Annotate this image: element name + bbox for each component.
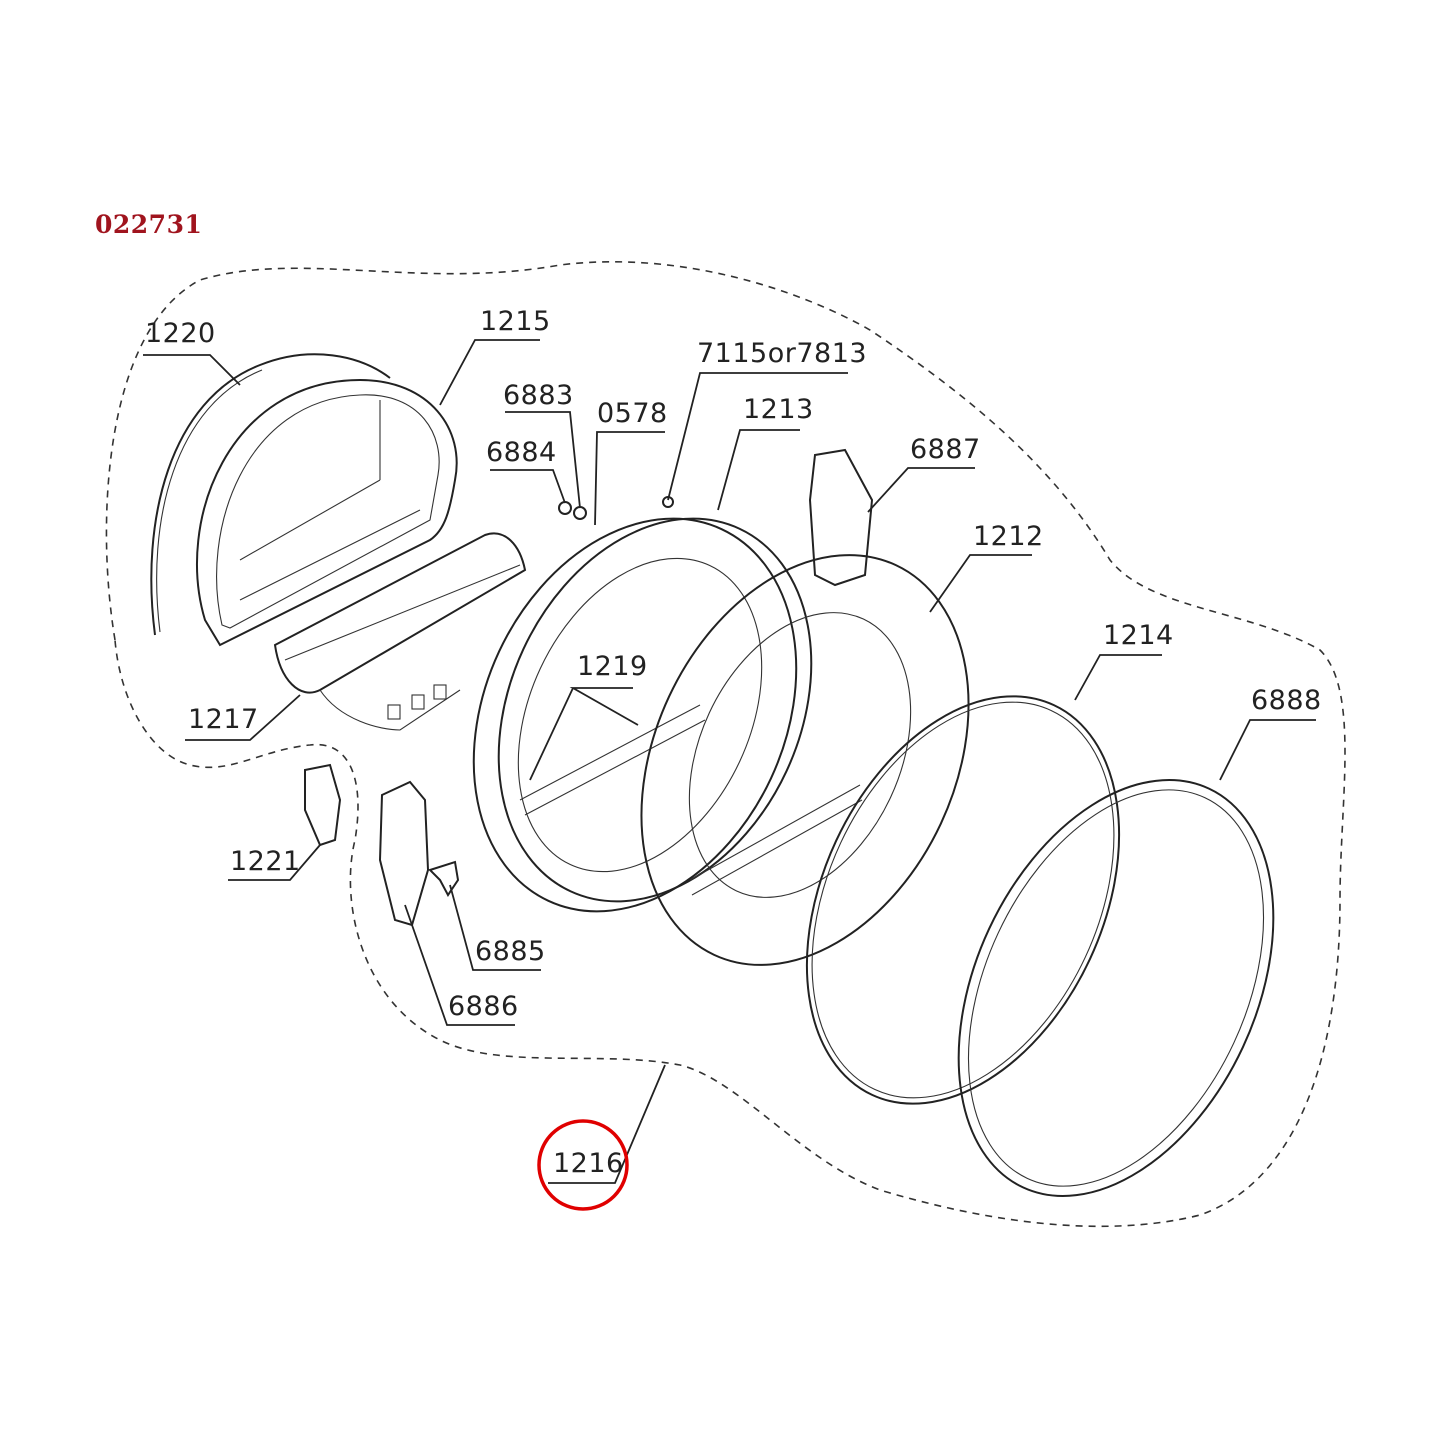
callout-label: 6884 bbox=[486, 437, 557, 468]
callout-6885[interactable]: 6885 bbox=[449, 884, 546, 971]
callout-1214[interactable]: 1214 bbox=[1074, 620, 1174, 701]
highlight-circle bbox=[537, 1119, 629, 1211]
part-1212-outer-frame bbox=[640, 554, 970, 966]
callout-label: 1216 bbox=[553, 1148, 624, 1179]
callout-1219[interactable]: 1219 bbox=[529, 651, 648, 781]
callout-label: 1219 bbox=[577, 651, 648, 682]
part-1215-filter bbox=[196, 378, 458, 647]
callout-label: 1220 bbox=[145, 318, 216, 349]
callout-label: 1221 bbox=[230, 846, 301, 877]
callout-label: 1217 bbox=[188, 704, 259, 735]
callout-1217[interactable]: 1217 bbox=[185, 694, 301, 741]
callout-label: 6883 bbox=[503, 380, 574, 411]
callout-6888[interactable]: 6888 bbox=[1219, 685, 1322, 781]
callout-label: 7115or7813 bbox=[697, 338, 867, 369]
callout-label: 6887 bbox=[910, 434, 981, 465]
callout-0578[interactable]: 0578 bbox=[594, 398, 668, 526]
callout-1212[interactable]: 1212 bbox=[929, 521, 1044, 613]
assembly-boundary bbox=[105, 260, 1346, 1228]
part-6885-hook bbox=[428, 860, 460, 897]
diagram-id: 022731 bbox=[95, 210, 203, 239]
callout-label: 1215 bbox=[480, 306, 551, 337]
callout-label: 1214 bbox=[1103, 620, 1174, 651]
part-6887-hinge bbox=[808, 448, 874, 587]
callout-label: 6888 bbox=[1251, 685, 1322, 716]
callout-7115or7813[interactable]: 7115or7813 bbox=[667, 338, 867, 501]
callout-1220[interactable]: 1220 bbox=[143, 318, 241, 386]
callout-6887[interactable]: 6887 bbox=[867, 434, 981, 513]
callout-6884[interactable]: 6884 bbox=[486, 437, 566, 504]
part-1221-latch bbox=[304, 763, 342, 847]
callout-1221[interactable]: 1221 bbox=[228, 844, 321, 881]
callout-label: 1212 bbox=[973, 521, 1044, 552]
part-1217-tray bbox=[273, 532, 527, 731]
part-1213-inner-frame bbox=[472, 517, 813, 913]
callout-6886[interactable]: 6886 bbox=[404, 904, 519, 1026]
callout-label: 6886 bbox=[448, 991, 519, 1022]
part-6886-handle bbox=[378, 780, 430, 927]
part-1220-seal bbox=[150, 353, 391, 636]
callout-6883[interactable]: 6883 bbox=[503, 380, 581, 509]
callout-label: 6885 bbox=[475, 936, 546, 967]
callout-label: 1213 bbox=[743, 394, 814, 425]
callout-1215[interactable]: 1215 bbox=[439, 306, 551, 406]
callout-label: 0578 bbox=[597, 398, 668, 429]
part-6884-screw bbox=[558, 501, 572, 515]
callout-1213[interactable]: 1213 bbox=[717, 394, 814, 511]
part-6888-trim-ring bbox=[957, 779, 1275, 1197]
callout-1216[interactable]: 1216 bbox=[548, 1064, 666, 1184]
part-6883-clip bbox=[573, 506, 587, 520]
part-1214-glass bbox=[805, 695, 1121, 1105]
